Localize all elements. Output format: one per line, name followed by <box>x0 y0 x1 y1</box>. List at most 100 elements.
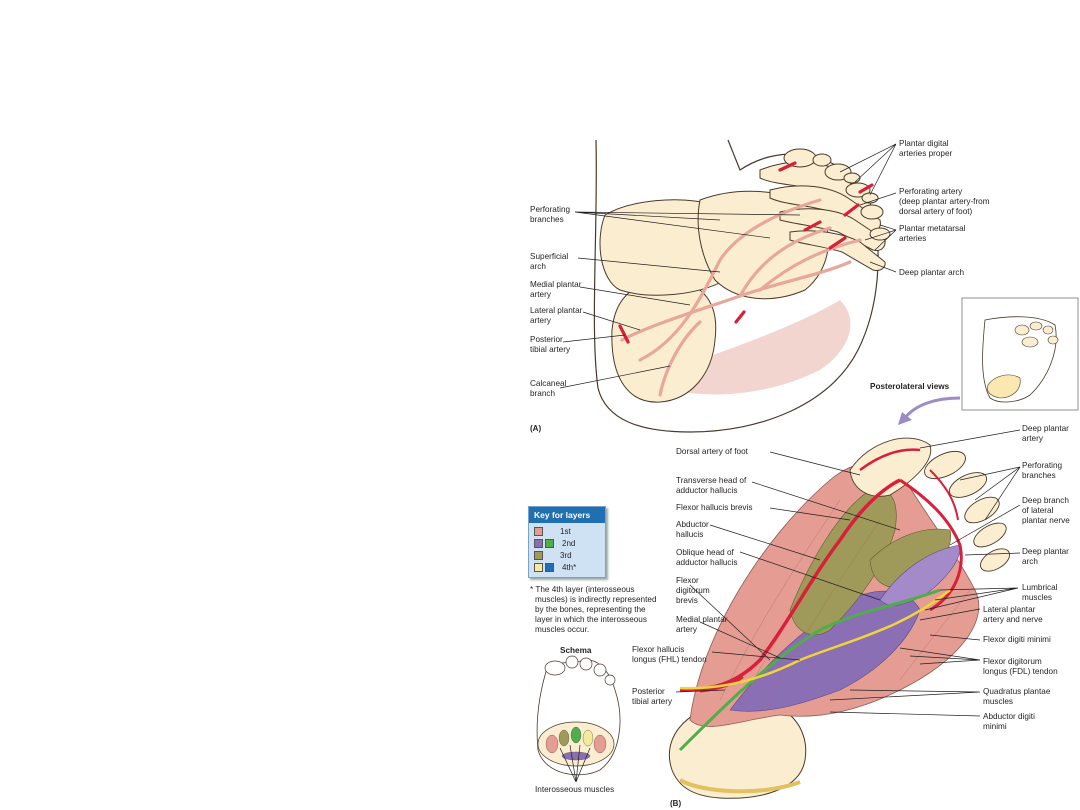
label-perforating-branches-b: Perforating <box>1022 461 1062 470</box>
schema-layers <box>545 726 607 761</box>
svg-text:arch: arch <box>1022 557 1038 566</box>
labels-b: Dorsal artery of foot Deep plantar arter… <box>632 424 1070 808</box>
svg-text:branches: branches <box>1022 471 1056 480</box>
key-label: 4th* <box>562 562 577 572</box>
label-plantar-metatarsal: Plantar metatarsal <box>899 224 966 233</box>
schema-caption: Interosseous muscles <box>535 785 614 794</box>
svg-text:muscles) is indirectly represe: muscles) is indirectly represented <box>535 595 657 604</box>
label-fdl: Flexor digitorum <box>983 657 1042 666</box>
midfoot-bones <box>697 190 829 300</box>
key-row: 1st <box>529 525 605 537</box>
key-swatch <box>545 538 554 548</box>
label-oblique-head: Oblique head of <box>676 548 735 557</box>
svg-text:muscles occur.: muscles occur. <box>535 625 589 634</box>
label-quadratus: Quadratus plantae <box>983 687 1051 696</box>
lumbrical-muscles <box>879 544 961 606</box>
label-adm: Abductor digiti <box>983 712 1035 721</box>
red-vessels-a <box>618 161 874 344</box>
svg-text:layer in which the interosseou: layer in which the interosseous <box>535 615 647 624</box>
label-calcaneal: Calcaneal <box>530 379 567 388</box>
label-deep-plantar-artery: Deep plantar <box>1022 424 1069 433</box>
label-plantar-digital: Plantar digital <box>899 139 949 148</box>
label-medial-plantar-b: Medial plantar <box>676 615 728 624</box>
svg-text:dorsal artery of foot): dorsal artery of foot) <box>899 207 973 216</box>
key-title: Key for layers <box>529 507 605 523</box>
svg-text:artery: artery <box>676 625 698 634</box>
label-fdm: Flexor digiti minimi <box>983 635 1051 644</box>
fhl-tendon <box>679 589 951 690</box>
green-tendon <box>678 588 941 752</box>
toe-bones-b <box>849 437 1011 572</box>
schema-title: Schema <box>560 646 592 655</box>
key-row: 3rd <box>529 549 605 561</box>
label-fhl: Flexor hallucis <box>632 645 684 654</box>
svg-text:arteries: arteries <box>899 234 926 243</box>
key-swatch <box>534 538 543 548</box>
svg-text:longus (FHL) tendon: longus (FHL) tendon <box>632 655 707 664</box>
svg-text:* The 4th layer (interosseous: * The 4th layer (interosseous <box>530 585 635 594</box>
label-lumbrical: Lumbrical <box>1022 583 1058 592</box>
adductor-hallucis <box>789 488 897 636</box>
label-posterior-tibial-b: Posterior <box>632 687 665 696</box>
label-transverse-head: Transverse head of <box>676 476 747 485</box>
toe-bones <box>783 148 891 241</box>
label-superficial-arch: Superficial <box>530 252 568 261</box>
label-medial-plantar-a: Medial plantar <box>530 280 582 289</box>
svg-text:branches: branches <box>530 215 564 224</box>
label-deep-plantar-arch-a: Deep plantar arch <box>899 268 965 277</box>
svg-text:of lateral: of lateral <box>1022 506 1054 515</box>
svg-text:artery: artery <box>530 316 552 325</box>
svg-text:plantar nerve: plantar nerve <box>1022 516 1070 525</box>
svg-text:by the bones, representing the: by the bones, representing the <box>535 605 646 614</box>
label-perforating-branches: Perforating <box>530 205 570 214</box>
svg-text:adductor hallucis: adductor hallucis <box>676 558 737 567</box>
label-fdb: Flexor <box>676 576 699 585</box>
panel-a-illustration: Plantar digital arteries proper Perforat… <box>530 139 990 433</box>
views-caption: Posterolateral views <box>870 382 950 391</box>
svg-text:minimi: minimi <box>983 722 1007 731</box>
label-lateral-plantar-a: Lateral plantar <box>530 306 583 315</box>
svg-text:digitorum: digitorum <box>676 586 710 595</box>
footnote: * The 4th layer (interosseous muscles) i… <box>530 585 657 634</box>
svg-text:tibial artery: tibial artery <box>632 697 673 706</box>
svg-text:brevis: brevis <box>676 596 698 605</box>
svg-text:hallucis: hallucis <box>676 530 703 539</box>
label-dorsal-artery: Dorsal artery of foot <box>676 447 749 456</box>
key-swatch <box>534 526 543 536</box>
arteries-a <box>620 198 862 397</box>
svg-text:longus (FDL) tendon: longus (FDL) tendon <box>983 667 1058 676</box>
label-abductor-hallucis: Abductor <box>676 520 709 529</box>
key-row: 2nd <box>529 537 605 549</box>
key-swatch <box>545 562 554 572</box>
key-row: 4th* <box>529 561 605 573</box>
svg-text:muscles: muscles <box>1022 593 1052 602</box>
svg-text:artery: artery <box>530 290 552 299</box>
label-fhb: Flexor hallucis brevis <box>676 503 752 512</box>
leader-lines-a <box>559 143 897 389</box>
svg-text:branch: branch <box>530 389 555 398</box>
label-posterior-tibial-a: Posterior <box>530 335 563 344</box>
labels-a: Plantar digital arteries proper Perforat… <box>530 139 990 433</box>
svg-text:artery: artery <box>1022 434 1044 443</box>
label-lateral-plantar-an: Lateral plantar <box>983 605 1036 614</box>
panel-b-letter: (B) <box>670 799 681 808</box>
svg-text:(deep plantar artery-from: (deep plantar artery-from <box>899 197 990 206</box>
panel-b-illustration: Dorsal artery of foot Deep plantar arter… <box>632 424 1070 808</box>
key-label: 1st <box>560 526 571 536</box>
svg-text:arch: arch <box>530 262 546 271</box>
svg-text:muscles: muscles <box>983 697 1013 706</box>
svg-text:arteries proper: arteries proper <box>899 149 953 158</box>
svg-text:artery and nerve: artery and nerve <box>983 615 1043 624</box>
svg-text:tibial artery: tibial artery <box>530 345 571 354</box>
svg-text:adductor hallucis: adductor hallucis <box>676 486 737 495</box>
leader-lines-b <box>675 429 1021 717</box>
key-swatch <box>534 562 543 572</box>
schema-illustration: Schema Interosseous muscles <box>535 646 621 794</box>
label-deep-plantar-arch-b: Deep plantar <box>1022 547 1069 556</box>
label-perforating-artery: Perforating artery <box>899 187 963 196</box>
key-label: 3rd <box>560 550 572 560</box>
key-swatch <box>534 550 543 560</box>
